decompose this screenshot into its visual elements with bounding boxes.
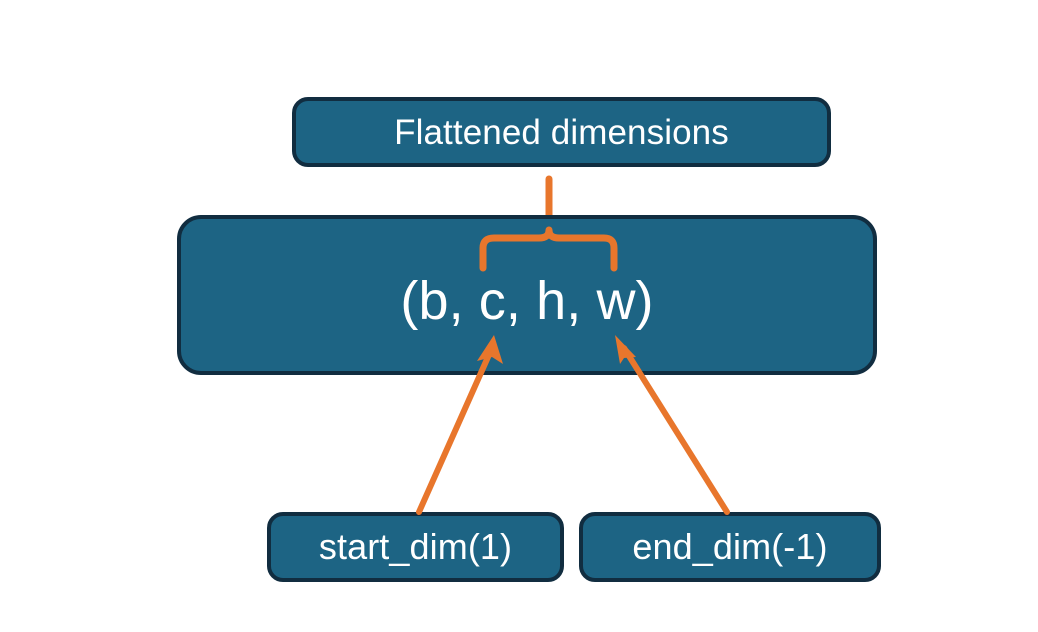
box-flattened-dimensions[interactable]: Flattened dimensions (292, 97, 831, 167)
box-tensor-shape-label: (b, c, h, w) (400, 271, 654, 331)
box-end-dim-label: end_dim(-1) (632, 526, 828, 567)
box-tensor-shape[interactable]: (b, c, h, w) (177, 215, 877, 375)
box-start-dim-label: start_dim(1) (318, 526, 513, 567)
box-flattened-dimensions-label: Flattened dimensions (394, 112, 729, 152)
box-end-dim[interactable]: end_dim(-1) (579, 512, 881, 582)
box-start-dim[interactable]: start_dim(1) (267, 512, 564, 582)
